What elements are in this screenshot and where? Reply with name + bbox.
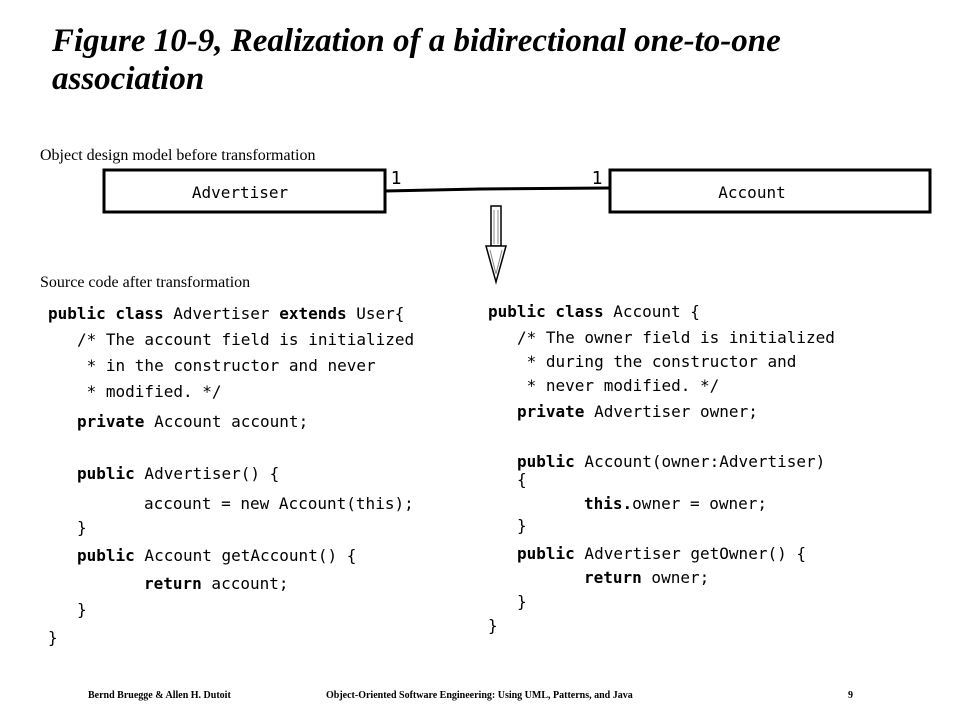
code-line: } [517,592,527,611]
code-line: /* The owner field is initialized [517,328,835,347]
code-line: private Account account; [77,412,309,431]
code-line: return account; [144,574,289,593]
code-line: * never modified. */ [517,376,720,395]
code-line: } [77,600,87,619]
multiplicity-account: 1 [592,168,603,189]
code-line: public class Account { [488,302,700,321]
class-name-advertiser: Advertiser [192,183,289,202]
code-line: account = new Account(this); [144,494,414,513]
code-line: public Advertiser() { [77,464,280,483]
code-line: } [517,516,527,535]
code-line: } [48,628,58,647]
code-line: public class Advertiser extends User{ [48,304,405,323]
code-line: { [517,470,527,489]
code-line: } [488,616,498,635]
multiplicity-advertiser: 1 [391,168,402,189]
label-before-transformation: Object design model before transformatio… [40,147,316,164]
code-block-advertiser: public class Advertiser extends User{ /*… [46,304,486,654]
code-line: public Advertiser getOwner() { [517,544,806,563]
code-block-account: public class Account { /* The owner fiel… [488,302,948,642]
code-line: public Account getAccount() { [77,546,357,565]
class-box-account [608,168,932,214]
association-line [384,186,611,193]
code-line: * modified. */ [77,382,222,401]
footer-page-number: 9 [848,690,853,701]
transformation-arrow-icon [485,205,507,285]
footer-authors: Bernd Bruegge & Allen H. Dutoit [88,690,231,701]
code-line: /* The account field is initialized [77,330,415,349]
code-line: * during the constructor and [517,352,797,371]
label-after-transformation: Source code after transformation [40,274,251,291]
uml-diagram: Advertiser Account 1 1 [102,168,932,285]
footer-book-title: Object-Oriented Software Engineering: Us… [326,690,633,701]
slide-title: Figure 10-9, Realization of a bidirectio… [52,23,781,97]
code-line: } [77,518,87,537]
code-line: public Account(owner:Advertiser) [517,452,826,471]
class-name-account: Account [718,183,785,202]
code-line: this.owner = owner; [584,494,768,513]
code-line: * in the constructor and never [77,356,376,375]
code-line: private Advertiser owner; [517,402,758,421]
code-line: return owner; [584,568,710,587]
